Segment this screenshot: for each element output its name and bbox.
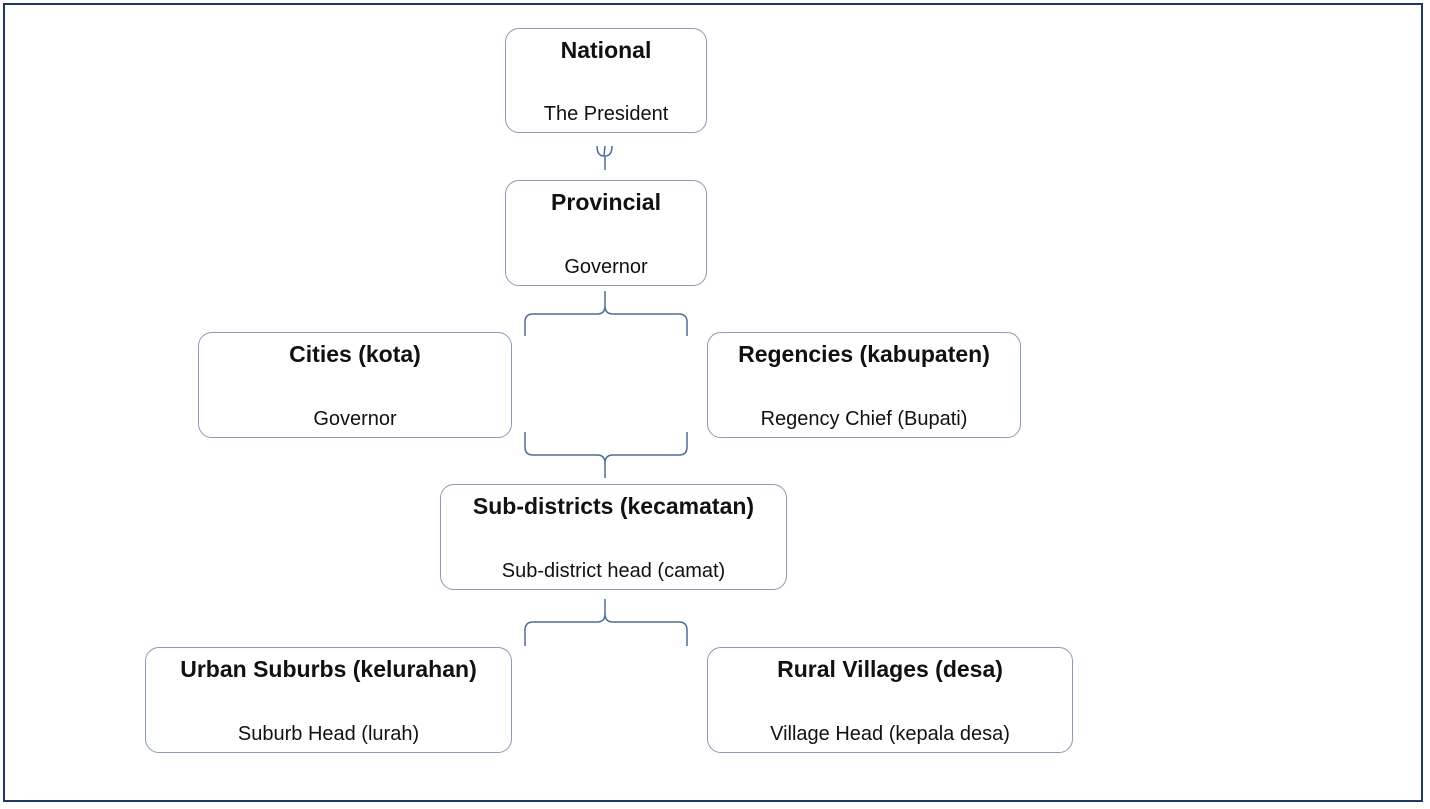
villages-role: Village Head (kepala desa) bbox=[770, 723, 1010, 745]
subdistricts-role: Sub-district head (camat) bbox=[501, 560, 726, 582]
national-box: National The President bbox=[505, 28, 707, 133]
national-title: National bbox=[560, 37, 652, 63]
regencies-box: Regencies (kabupaten) Regency Chief (Bup… bbox=[707, 332, 1021, 438]
subdistricts-title: Sub-districts (kecamatan) bbox=[472, 493, 755, 519]
connector-provincial-split bbox=[524, 291, 688, 336]
villages-title: Rural Villages (desa) bbox=[777, 656, 1003, 682]
suburbs-box: Urban Suburbs (kelurahan) Suburb Head (l… bbox=[145, 647, 512, 753]
connector-national-provincial bbox=[596, 145, 613, 170]
provincial-title: Provincial bbox=[551, 189, 661, 215]
suburbs-role: Suburb Head (lurah) bbox=[237, 723, 420, 745]
diagram-frame bbox=[3, 3, 1423, 802]
cities-box: Cities (kota) Governor bbox=[198, 332, 512, 438]
subdistricts-box: Sub-districts (kecamatan) Sub-district h… bbox=[440, 484, 787, 590]
villages-box: Rural Villages (desa) Village Head (kepa… bbox=[707, 647, 1073, 753]
suburbs-title: Urban Suburbs (kelurahan) bbox=[180, 656, 477, 682]
national-role: The President bbox=[543, 103, 669, 125]
connector-subdistricts-split bbox=[524, 599, 688, 646]
provincial-box: Provincial Governor bbox=[505, 180, 707, 286]
provincial-role: Governor bbox=[564, 256, 648, 278]
regencies-title: Regencies (kabupaten) bbox=[738, 341, 990, 367]
regencies-role: Regency Chief (Bupati) bbox=[760, 408, 968, 430]
connector-merge-subdistricts bbox=[524, 432, 688, 478]
cities-title: Cities (kota) bbox=[289, 341, 421, 367]
cities-role: Governor bbox=[313, 408, 397, 430]
